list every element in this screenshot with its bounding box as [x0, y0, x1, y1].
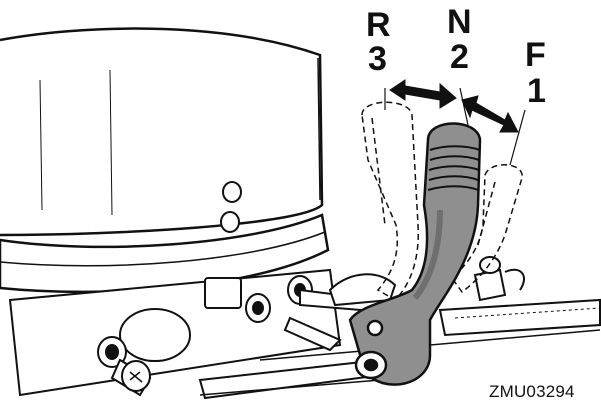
- reverse-letter-label: R: [366, 6, 391, 44]
- leader-lines: [384, 87, 526, 166]
- shift-lever: [348, 122, 482, 386]
- right-bracket: [438, 256, 601, 337]
- movement-arrows: [389, 79, 519, 133]
- left-bolt: [97, 336, 152, 397]
- cowling-holes: [220, 181, 242, 233]
- lever-ghost-forward: [450, 164, 523, 294]
- lever-grip: [427, 145, 481, 191]
- lever-ghost-reverse: [361, 101, 419, 301]
- reverse-number-label: 3: [368, 40, 387, 78]
- neutral-number-label: 2: [450, 38, 469, 76]
- forward-number-label: 1: [527, 72, 546, 110]
- forward-letter-label: F: [525, 36, 546, 74]
- engine-cowling: [0, 27, 324, 237]
- figure-code-label: ZMU03294: [489, 382, 575, 401]
- neutral-letter-label: N: [447, 3, 472, 41]
